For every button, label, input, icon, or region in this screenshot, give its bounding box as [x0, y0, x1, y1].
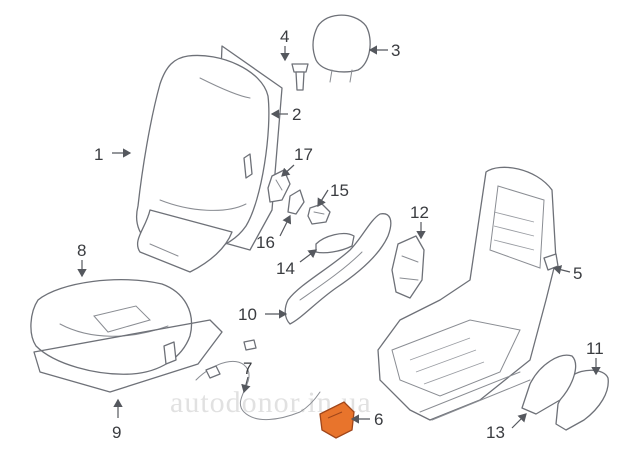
callout-2: 2: [292, 105, 301, 124]
part-16-clip: [287, 189, 305, 215]
callout-8: 8: [77, 241, 86, 260]
part-7-wire-harness: [195, 339, 321, 420]
callout-1: 1: [94, 145, 103, 164]
callout-labels: 1 2 3 4 5 6 7 8 9 10 11 12 13 14 15 16 1…: [77, 27, 604, 442]
callout-9: 9: [112, 423, 121, 442]
callout-13: 13: [486, 423, 505, 442]
part-3-headrest: [312, 14, 371, 83]
leader-lines: [77, 45, 601, 429]
callout-10: 10: [238, 305, 257, 324]
callout-7: 7: [243, 359, 252, 378]
part-15-clip: [307, 203, 331, 225]
part-14-handle: [315, 232, 355, 254]
part-9-seat-cover: [33, 319, 223, 393]
part-4-headrest-guide: [291, 63, 309, 91]
callout-4: 4: [280, 27, 289, 46]
seat-frame: [377, 166, 557, 421]
part-6-control-module: [319, 401, 355, 439]
part-1-seatback: [136, 54, 270, 273]
callout-11: 11: [586, 339, 604, 358]
callout-12: 12: [410, 203, 429, 222]
callout-15: 15: [330, 181, 349, 200]
callout-16: 16: [256, 233, 275, 252]
callout-6: 6: [374, 410, 383, 429]
callout-5: 5: [573, 264, 582, 283]
callout-14: 14: [276, 259, 295, 278]
callout-3: 3: [391, 41, 400, 60]
part-12-recliner: [391, 235, 425, 299]
part-13-outer-trim: [521, 354, 577, 415]
callout-17: 17: [294, 145, 313, 164]
part-10-side-trim: [284, 213, 392, 325]
